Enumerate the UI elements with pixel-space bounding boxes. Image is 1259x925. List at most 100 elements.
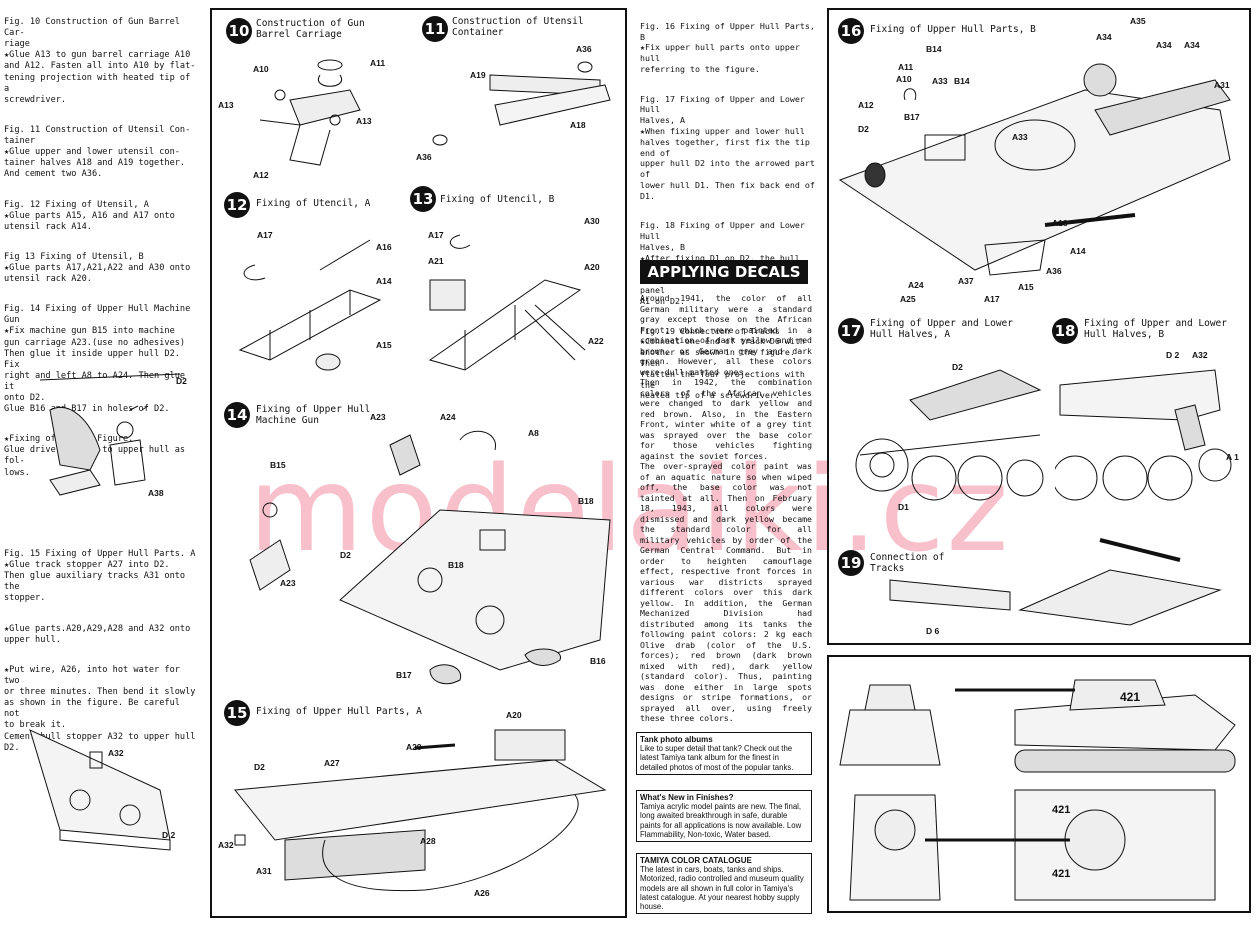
label-a36: A36 bbox=[576, 44, 592, 54]
label-a38: A38 bbox=[148, 488, 164, 498]
steps-frame-right bbox=[827, 8, 1251, 645]
utensil-rack-b-drawing bbox=[428, 234, 586, 371]
ad-photo-albums-body: Like to super detail that tank? Check ou… bbox=[640, 744, 794, 772]
label-a8: A8 bbox=[528, 428, 539, 438]
label-a32: A32 bbox=[108, 748, 124, 758]
step-17-title: Fixing of Upper and Lower Hull Halves, A bbox=[870, 318, 1013, 340]
step-15-title: Fixing of Upper Hull Parts, A bbox=[256, 706, 422, 717]
instruction-fig12: Fig. 12 Fixing of Utensil, A ★Glue parts… bbox=[4, 199, 175, 232]
label-d2-c: D2 bbox=[254, 762, 265, 772]
label-a10: A10 bbox=[253, 64, 269, 74]
label-b15: B15 bbox=[270, 460, 286, 470]
step-13-number: 13 bbox=[410, 186, 436, 212]
label-d6: D 6 bbox=[926, 626, 940, 636]
step-14-title: Fixing of Upper Hull Machine Gun bbox=[256, 404, 371, 426]
track-connection-drawing bbox=[889, 538, 1222, 626]
hull-stopper-drawing bbox=[29, 729, 171, 851]
hull-halves-a-drawing bbox=[855, 369, 1044, 501]
label-a28: A28 bbox=[420, 836, 436, 846]
hull-halves-b-drawing bbox=[1055, 369, 1232, 501]
step-17-number: 17 bbox=[838, 318, 864, 344]
ad-finishes: What's New in Finishes? Tamiya acrylic m… bbox=[636, 790, 812, 843]
label-a17: A17 bbox=[257, 230, 273, 240]
label-b14: B14 bbox=[926, 44, 942, 54]
label-a15: A15 bbox=[376, 340, 392, 350]
label-a20: A20 bbox=[584, 262, 600, 272]
label-a14-b: A14 bbox=[1070, 246, 1086, 256]
label-a31: A31 bbox=[256, 866, 272, 876]
ad-photo-albums: Tank photo albums Like to super detail t… bbox=[636, 732, 812, 775]
label-d2: D2 bbox=[176, 376, 187, 386]
label-a34-b: A34 bbox=[1156, 40, 1172, 50]
label-b17-b: B17 bbox=[904, 112, 920, 122]
tank-number-top-b: 421 bbox=[1052, 868, 1071, 880]
label-a19: A19 bbox=[470, 70, 486, 80]
step-10-number: 10 bbox=[226, 18, 252, 44]
label-a36-b: A36 bbox=[416, 152, 432, 162]
label-a29: A29 bbox=[406, 742, 422, 752]
left-instructions: Fig. 10 Construction of Gun Barrel Car- … bbox=[4, 6, 200, 498]
instruction-fig11: Fig. 11 Construction of Utensil Con- tai… bbox=[4, 124, 191, 180]
instruction-fig15c: ★Put wire, A26, into hot water for two o… bbox=[4, 664, 196, 753]
step-18-number: 18 bbox=[1052, 318, 1078, 344]
step-10-title: Construction of Gun Barrel Carriage bbox=[256, 18, 365, 40]
label-a32-b: A32 bbox=[218, 840, 234, 850]
tank-number-top: 421 bbox=[1052, 804, 1071, 816]
label-a18-b: A18 bbox=[1052, 218, 1068, 228]
instruction-fig16: Fig. 16 Fixing of Upper Hull Parts, B ★F… bbox=[640, 20, 815, 74]
steps-frame-left bbox=[210, 8, 627, 918]
decals-paragraph-3: The over-sprayed color paint was of an a… bbox=[640, 461, 812, 723]
ad-finishes-body: Tamiya acrylic model paints are new. The… bbox=[640, 802, 802, 839]
tank-views-drawing bbox=[839, 679, 1236, 901]
decals-paragraph-2: Then in 1942, the combination colors of … bbox=[640, 377, 812, 461]
instruction-fig15: Fig. 15 Fixing of Upper Hull Parts. A ★G… bbox=[4, 549, 196, 604]
decals-heading: APPLYING DECALS bbox=[640, 260, 808, 284]
label-a37: A37 bbox=[958, 276, 974, 286]
label-a32-c: A32 bbox=[1192, 350, 1208, 360]
utensil-rack-a-drawing bbox=[238, 239, 382, 371]
label-a15-b: A15 bbox=[1018, 282, 1034, 292]
label-a25: A25 bbox=[900, 294, 916, 304]
label-b14-b: B14 bbox=[954, 76, 970, 86]
label-a17-c: A17 bbox=[984, 294, 1000, 304]
label-a23-b: A23 bbox=[280, 578, 296, 588]
label-a33: A33 bbox=[932, 76, 948, 86]
step-18-title: Fixing of Upper and Lower Hull Halves, B bbox=[1084, 318, 1227, 340]
step-15-number: 15 bbox=[224, 700, 250, 726]
step-16-title: Fixing of Upper Hull Parts, B bbox=[870, 24, 1036, 35]
label-b16: B16 bbox=[590, 656, 606, 666]
decals-text: Around 1941, the color of all German mil… bbox=[640, 293, 812, 724]
label-a17-b: A17 bbox=[428, 230, 444, 240]
label-a24: A24 bbox=[440, 412, 456, 422]
label-d2-b: D 2 bbox=[162, 830, 176, 840]
label-d2-e: D2 bbox=[952, 362, 963, 372]
label-a20-b: A20 bbox=[506, 710, 522, 720]
decals-paragraph-1: Around 1941, the color of all German mil… bbox=[640, 293, 812, 377]
step-19-number: 19 bbox=[838, 550, 864, 576]
left-instructions-lower: Fig. 15 Fixing of Upper Hull Parts. A ★G… bbox=[4, 538, 200, 773]
instruction-fig10: Fig. 10 Construction of Gun Barrel Car- … bbox=[4, 17, 196, 105]
instruction-fig17: Fig. 17 Fixing of Upper and Lower Hull H… bbox=[640, 93, 815, 201]
step-14-number: 14 bbox=[224, 402, 250, 428]
upper-hull-parts-b-drawing bbox=[838, 63, 1231, 276]
tank-views-frame bbox=[827, 655, 1251, 913]
label-b17: B17 bbox=[396, 670, 412, 680]
label-d2-d: D2 bbox=[858, 124, 869, 134]
label-a21: A21 bbox=[428, 256, 444, 266]
ad-catalogue: TAMIYA COLOR CATALOGUE The latest in car… bbox=[636, 853, 812, 915]
label-d2-f: D 2 bbox=[1166, 350, 1180, 360]
label-a12-b: A12 bbox=[858, 100, 874, 110]
label-a34-c: A34 bbox=[1184, 40, 1200, 50]
label-a11-b: A11 bbox=[898, 62, 914, 72]
instruction-fig13: Fig 13 Fixing of Utensil, B ★Glue parts … bbox=[4, 251, 191, 285]
label-b18: B18 bbox=[578, 496, 594, 506]
label-a36-c: A36 bbox=[1046, 266, 1062, 276]
label-a33-b: A33 bbox=[1012, 132, 1028, 142]
step-11-number: 11 bbox=[422, 16, 448, 42]
label-a35: A35 bbox=[1130, 16, 1146, 26]
label-a1: A 1 bbox=[1226, 452, 1239, 462]
step-11-title: Construction of Utensil Container bbox=[452, 16, 584, 38]
label-b18-b: B18 bbox=[448, 560, 464, 570]
step-12-number: 12 bbox=[224, 192, 250, 218]
label-a30: A30 bbox=[584, 216, 600, 226]
